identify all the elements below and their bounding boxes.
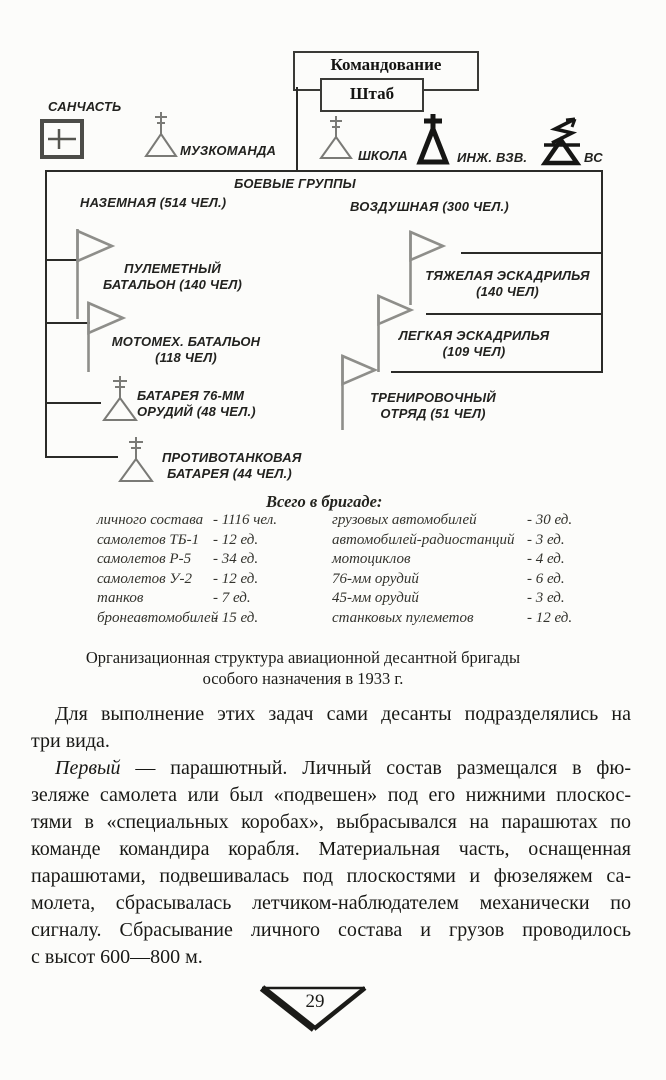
totals-item-value: - 3 ед. (527, 590, 565, 606)
connector-line (45, 402, 101, 404)
ground-group-header: НАЗЕМНАЯ (514 ЧЕЛ.) (80, 195, 227, 210)
totals-item-name: самолетов ТБ-1 (97, 531, 200, 548)
air-unit-label: ЛЕГКАЯ ЭСКАДРИЛЬЯ (109 ЧЕЛ) (398, 328, 550, 359)
totals-row: самолетов ТБ-1 - 12 ед. (97, 531, 309, 551)
totals-item-value: - 30 ед. (527, 512, 573, 528)
totals-row: мотоциклов - 4 ед. (332, 550, 582, 570)
totals-row: 76-мм орудий - 6 ед. (332, 570, 582, 590)
totals-item-value: - 12 ед. (527, 609, 573, 626)
totals-item-value: - 1116 чел. (213, 512, 277, 528)
top-unit-label-inzh-vzv: ИНЖ. ВЗВ. (457, 150, 528, 165)
staff-box: Штаб (320, 78, 424, 112)
totals-item-value: - 34 ед. (213, 551, 259, 567)
totals-item-value: - 12 ед. (213, 570, 259, 587)
page-number: 29 (306, 991, 325, 1012)
air-group-header: ВОЗДУШНАЯ (300 ЧЕЛ.) (350, 199, 509, 214)
totals-item-name: бронеавтомобилей (97, 609, 219, 626)
air-unit-label: ТРЕНИРОВОЧНЫЙ ОТРЯД (51 ЧЕЛ) (370, 390, 496, 421)
connector-line (45, 259, 79, 261)
connector-line (426, 313, 601, 315)
body-text: Для выполнение этих задач сами десанты п… (31, 701, 631, 971)
connector-line (461, 252, 601, 254)
totals-row: автомобилей-радиостанций - 3 ед. (332, 531, 582, 551)
command-box-label: Командование (330, 55, 442, 74)
connector-line (45, 322, 90, 324)
top-unit-label-sanchast: САНЧАСТЬ (48, 99, 122, 114)
ground-unit-label: ПРОТИВОТАНКОВАЯ БАТАРЕЯ (44 ЧЕЛ.) (162, 450, 302, 481)
body-line-text: — парашютный. Личный состав размещался в… (120, 757, 631, 779)
tent-mast-icon (144, 112, 178, 157)
body-line: тями в «специальных коробах», выбрасывал… (31, 811, 631, 833)
pennant-flag-icon (409, 230, 447, 305)
ground-unit-label: ПУЛЕМЕТНЫЙ БАТАЛЬОН (140 ЧЕЛ) (102, 261, 243, 292)
staff-box-label: Штаб (349, 84, 395, 103)
body-line: молета, сбрасывалась летчиком-наблюдател… (31, 892, 631, 914)
tent-mast-icon (118, 437, 154, 482)
totals-item-value: - 7 ед. (213, 590, 251, 606)
body-line: Для выполнение этих задач сами десанты п… (55, 703, 631, 725)
paragraph-lead-word: Первый (55, 757, 121, 779)
totals-item-value: - 6 ед. (527, 570, 565, 587)
totals-row: танков - 7 ед. (97, 589, 309, 609)
totals-item-value: - 4 ед. (527, 551, 565, 567)
totals-item-name: 76-мм орудий (332, 570, 419, 587)
totals-row: 45-мм орудий - 3 ед. (332, 589, 582, 609)
totals-item-name: автомобилей-радиостанций (332, 531, 515, 548)
top-unit-label-vs: ВС (584, 150, 603, 165)
body-line: зеляже самолета или был «подвешен» под е… (31, 784, 631, 806)
combat-box-right-border (601, 170, 603, 373)
totals-item-name: танков (97, 590, 144, 606)
tent-mast-icon (102, 376, 138, 421)
body-line: команде командира корабля. Материальная … (31, 838, 631, 860)
totals-item-name: самолетов Р-5 (97, 551, 192, 567)
triangle-arrow-icon (540, 117, 582, 166)
totals-row: станковых пулеметов - 12 ед. (332, 609, 582, 629)
totals-row: личного состава - 1116 чел. (97, 511, 309, 531)
connector-line (391, 371, 601, 373)
totals-row: самолетов У-2 - 12 ед. (97, 570, 309, 590)
totals-row: самолетов Р-5 - 34 ед. (97, 550, 309, 570)
connector-line (45, 456, 118, 458)
body-line: парашютами, подвешивалась под плоскостям… (31, 865, 631, 887)
tent-mast-icon (319, 116, 353, 159)
page-number-triangle: 29 (259, 985, 367, 1032)
totals-item-name: самолетов У-2 (97, 570, 193, 587)
air-unit-label: ТЯЖЕЛАЯ ЭСКАДРИЛЬЯ (140 ЧЕЛ) (425, 268, 590, 299)
totals-item-name: личного состава (97, 512, 204, 528)
body-line: сигналу. Сбрасывание личного состава и г… (31, 919, 631, 941)
totals-row: бронеавтомобилей- 15 ед. (97, 609, 309, 629)
combat-groups-title: БОЕВЫЕ ГРУППЫ (234, 176, 356, 191)
totals-item-name: станковых пулеметов (332, 609, 474, 626)
totals-item-name: мотоциклов (332, 551, 411, 567)
ground-unit-label: БАТАРЕЯ 76-ММ ОРУДИЙ (48 ЧЕЛ.) (137, 388, 256, 419)
top-unit-label-shkola: ШКОЛА (358, 148, 408, 163)
pennant-flag-icon (341, 354, 379, 430)
pennant-flag-icon (377, 294, 415, 372)
combat-box-left-border (45, 170, 47, 458)
command-drop-connector (296, 87, 298, 170)
totals-left-column: личного состава - 1116 чел. самолетов ТБ-… (97, 511, 309, 628)
ground-unit-label: МОТОМЕХ. БАТАЛЬОН (118 ЧЕЛ) (111, 334, 261, 365)
body-line: с высот 600—800 м. (31, 946, 203, 968)
totals-heading: Всего в бригаде: (266, 492, 383, 511)
totals-item-value: - 12 ед. (213, 531, 259, 548)
top-unit-label-muzkomanda: МУЗКОМАНДА (180, 143, 277, 158)
totals-item-name: 45-мм орудий (332, 590, 419, 606)
pennant-flag-icon (87, 301, 127, 372)
totals-item-value: - 15 ед. (213, 609, 259, 626)
pennant-flag-icon (76, 229, 116, 319)
totals-item-value: - 3 ед. (527, 531, 565, 548)
body-line: три вида. (31, 730, 110, 752)
body-line: Первый — парашютный. Личный состав разме… (31, 755, 631, 782)
figure-caption: Организационная структура авиационной де… (85, 648, 521, 688)
medical-unit-icon (40, 119, 84, 159)
totals-right-column: грузовых автомобилей - 30 ед. автомобилей… (332, 511, 582, 628)
totals-row: грузовых автомобилей - 30 ед. (332, 511, 582, 531)
triangle-cross-icon (416, 114, 450, 165)
combat-box-top-border (45, 170, 603, 172)
totals-item-name: грузовых автомобилей (332, 512, 477, 528)
